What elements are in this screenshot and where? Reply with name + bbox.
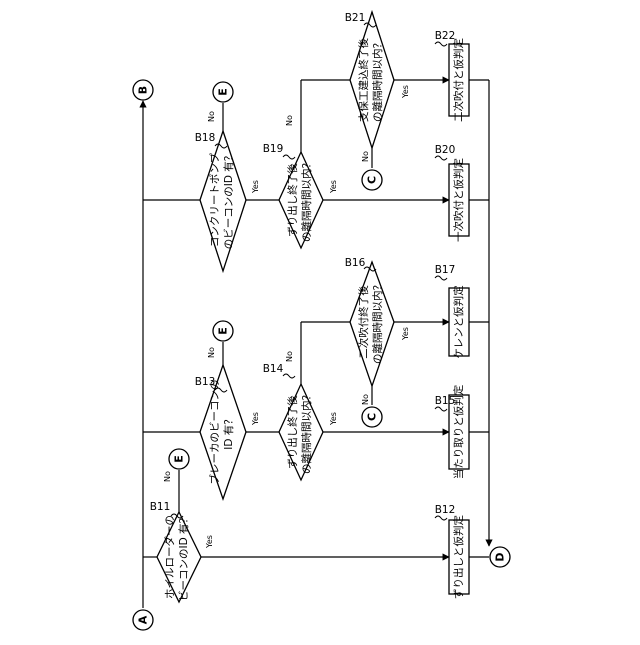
b19-line-1: ずり出し終了後 — [286, 163, 299, 237]
b11-yes-label: Yes — [205, 535, 214, 549]
b14-line-1: ずり出し終了後 — [286, 395, 299, 469]
b13-yes-label: Yes — [251, 412, 260, 426]
connector-e-2-label: E — [217, 327, 230, 335]
b11-no-label: No — [163, 471, 172, 482]
connector-e-3: E — [213, 82, 233, 102]
connector-e-2: E — [213, 321, 233, 341]
b13-line-1: ブレーカのビーコンの — [208, 380, 221, 485]
b14-line-2: の離隔時間以内？ — [300, 390, 313, 474]
flow-lines — [143, 12, 489, 608]
decision-b21: 支保工建込終了後 の離隔時間以内？ — [350, 12, 394, 148]
b19-yes-label: Yes — [329, 180, 338, 194]
b11-line-1: ホイルローダーの — [163, 515, 176, 599]
b14-id: B14 — [263, 363, 284, 375]
b11-line-2: ビーコンのID 有？ — [177, 513, 190, 601]
process-b22: 二次吹付と仮判定 — [449, 38, 469, 122]
connector-b: B — [133, 80, 153, 100]
b20-label: 一次吹付と仮判定 — [452, 158, 465, 242]
b18-id: B18 — [195, 132, 216, 144]
b16-id: B16 — [345, 257, 366, 269]
process-b12: ずり出しと仮判定 — [449, 515, 469, 599]
connector-e-3-label: E — [217, 88, 230, 96]
b16-line-2: の離隔時間以内？ — [371, 280, 384, 364]
decision-b11: ホイルローダーの ビーコンのID 有？ — [157, 512, 201, 602]
b16-yes-label: Yes — [401, 327, 410, 341]
decision-b18: コンクリートポンプ のビーコンのID 有？ — [200, 131, 246, 271]
b17-label: ケレンと仮判定 — [452, 285, 465, 359]
b19-line-2: の離隔時間以内？ — [300, 158, 313, 242]
b14-no-label: No — [285, 351, 294, 362]
connector-a-label: A — [137, 615, 150, 624]
b13-line-2: ID 有？ — [222, 414, 235, 450]
b15-id: B15 — [435, 395, 456, 407]
b21-id: B21 — [345, 12, 366, 24]
b22-label: 二次吹付と仮判定 — [452, 38, 465, 122]
b12-label: ずり出しと仮判定 — [452, 515, 465, 599]
b18-yes-label: Yes — [251, 180, 260, 194]
connector-a: A — [133, 610, 153, 630]
connector-e-1: E — [169, 449, 189, 469]
b21-line-1: 支保工建込終了後 — [357, 38, 370, 122]
b16-no-label: No — [361, 394, 370, 405]
connector-b-label: B — [137, 86, 150, 94]
b14-yes-label: Yes — [329, 412, 338, 426]
decision-b19: ずり出し終了後 の離隔時間以内？ — [279, 152, 323, 248]
b18-no-label: No — [207, 111, 216, 122]
connector-c-1: C — [362, 407, 382, 427]
b16-line-1: 二次吹付終了後 — [357, 285, 370, 359]
connector-c-2: C — [362, 170, 382, 190]
b21-no-label: No — [361, 151, 370, 162]
b13-id: B13 — [195, 376, 216, 388]
b11-id: B11 — [150, 501, 171, 513]
process-b17: ケレンと仮判定 — [449, 285, 469, 359]
b19-id: B19 — [263, 143, 284, 155]
b18-line-1: コンクリートポンプ — [209, 152, 221, 247]
b17-id: B17 — [435, 264, 456, 276]
b21-yes-label: Yes — [401, 85, 410, 99]
b12-id: B12 — [435, 504, 456, 516]
connector-e-1-label: E — [173, 455, 186, 463]
decision-b14: ずり出し終了後 の離隔時間以内？ — [279, 384, 323, 480]
b18-line-2: のビーコンのID 有？ — [222, 151, 235, 250]
b20-id: B20 — [435, 144, 456, 156]
connector-d-label: D — [494, 552, 507, 561]
connector-c-2-label: C — [366, 176, 379, 184]
b22-id: B22 — [435, 30, 456, 42]
b13-no-label: No — [207, 347, 216, 358]
process-b20: 一次吹付と仮判定 — [449, 158, 469, 242]
connector-c-1-label: C — [366, 413, 379, 421]
b19-no-label: No — [285, 115, 294, 126]
decision-b16: 二次吹付終了後 の離隔時間以内？ — [350, 262, 394, 386]
connector-d: D — [490, 547, 510, 567]
b21-line-2: の離隔時間以内？ — [371, 38, 384, 122]
